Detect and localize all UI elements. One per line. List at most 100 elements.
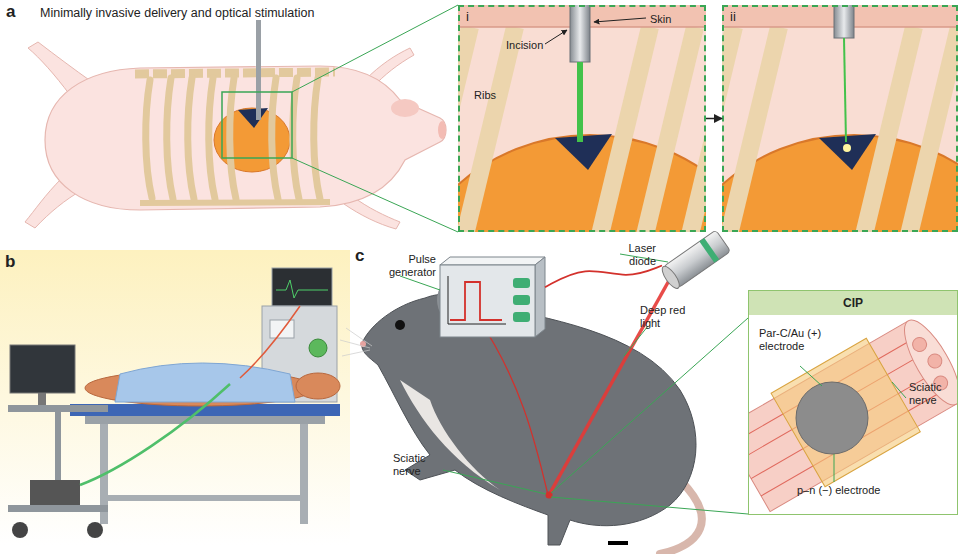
inset-panel: ii bbox=[722, 5, 958, 232]
rib bbox=[645, 27, 695, 232]
laser-diode-body bbox=[659, 230, 730, 291]
zoom-line bbox=[551, 497, 748, 514]
signal-wire bbox=[545, 266, 662, 288]
control-monitor bbox=[10, 345, 75, 393]
spine bbox=[135, 72, 335, 74]
surgery-setup bbox=[0, 250, 350, 545]
node-label: Sciatic nerve bbox=[909, 381, 955, 407]
rib-cage bbox=[146, 78, 320, 199]
machine-panel bbox=[270, 320, 294, 338]
zoom-box bbox=[222, 92, 292, 158]
panel-background bbox=[0, 250, 350, 545]
rib bbox=[272, 78, 278, 199]
callout-label: Sciatic nerve bbox=[393, 452, 441, 478]
panel-letter: a bbox=[6, 2, 15, 22]
rib bbox=[209, 78, 215, 199]
heart bbox=[214, 108, 290, 172]
inset-panel: iIncisionSkinRibs bbox=[458, 5, 706, 232]
waveform-axes bbox=[448, 276, 506, 324]
pig-ear bbox=[391, 99, 419, 117]
device-patch bbox=[555, 134, 612, 170]
cart-wheel bbox=[87, 522, 103, 538]
device-patch bbox=[238, 108, 268, 128]
zoom-line bbox=[292, 5, 458, 92]
table-leg bbox=[300, 424, 308, 524]
generator-button bbox=[513, 295, 530, 305]
rib bbox=[188, 78, 194, 199]
monitor-stand bbox=[38, 393, 46, 405]
node-label: Ribs bbox=[474, 89, 514, 102]
table-frame bbox=[85, 416, 325, 424]
laser-face bbox=[659, 264, 682, 291]
fascicle bbox=[910, 335, 929, 354]
generator-button bbox=[513, 278, 530, 288]
rib bbox=[690, 27, 706, 232]
needle bbox=[570, 5, 590, 62]
leader-line bbox=[834, 454, 835, 482]
needle bbox=[256, 20, 261, 120]
rib bbox=[293, 78, 299, 199]
node-label: Incision bbox=[506, 39, 566, 52]
inset-i-illustration bbox=[458, 5, 706, 232]
generator-button bbox=[513, 312, 530, 322]
rib bbox=[864, 27, 914, 232]
pulse-generator: Pulse generator bbox=[440, 257, 545, 337]
panel-letter: c bbox=[355, 246, 364, 266]
laser-diode: Laser diode bbox=[662, 228, 732, 290]
light-spot bbox=[843, 144, 851, 152]
node-heading: Pulse generator bbox=[380, 253, 436, 279]
rat-eye bbox=[395, 320, 405, 330]
rib bbox=[729, 27, 779, 232]
sciatic-nerve bbox=[478, 318, 548, 495]
zoom-line bbox=[551, 318, 748, 493]
optical-cable bbox=[80, 384, 230, 485]
optical-fiber bbox=[844, 38, 846, 142]
pn-electrode bbox=[796, 382, 868, 454]
surgical-drape bbox=[115, 363, 295, 402]
breathing-bag bbox=[309, 339, 327, 357]
pig-body bbox=[45, 66, 446, 210]
generator-front bbox=[440, 265, 535, 337]
rib bbox=[909, 27, 958, 232]
pig-snout bbox=[438, 121, 446, 139]
scale-bar bbox=[608, 541, 628, 545]
needle bbox=[834, 5, 854, 38]
ribs bbox=[722, 27, 958, 232]
rat-whiskers bbox=[340, 328, 372, 356]
node-label: p–n (−) electrode bbox=[797, 484, 917, 497]
pointer-line bbox=[594, 18, 646, 22]
node-heading: Laser diode bbox=[612, 242, 656, 268]
leader-line bbox=[624, 326, 648, 356]
rib bbox=[167, 78, 173, 199]
vital-trace bbox=[276, 280, 328, 298]
rib bbox=[314, 78, 320, 199]
nerve-group bbox=[749, 314, 957, 514]
generator-side bbox=[535, 257, 545, 337]
node-heading: CIP bbox=[749, 291, 957, 315]
rib bbox=[465, 27, 515, 232]
monitor-cable bbox=[240, 306, 300, 378]
device-patch bbox=[819, 134, 876, 170]
leader-line bbox=[443, 470, 546, 494]
generator-top bbox=[440, 257, 545, 265]
laser-driver bbox=[30, 480, 80, 505]
fascicle bbox=[925, 351, 944, 370]
panel-letter: b bbox=[5, 252, 15, 272]
rib bbox=[600, 27, 650, 232]
inset-ii-illustration bbox=[722, 5, 958, 232]
cart-shelf bbox=[8, 405, 108, 412]
rib bbox=[230, 78, 236, 199]
vital-monitor bbox=[272, 268, 332, 306]
pig-head bbox=[296, 373, 340, 399]
node-heading: i bbox=[466, 9, 490, 25]
leader-line bbox=[892, 382, 906, 398]
callout-label: Deep red light bbox=[640, 304, 694, 330]
panel-heading: Minimally invasive delivery and optical … bbox=[40, 6, 460, 21]
cart-shelf bbox=[8, 505, 108, 512]
step-arrow bbox=[706, 118, 722, 120]
leader-line bbox=[800, 366, 822, 386]
rat-setup bbox=[340, 230, 748, 554]
